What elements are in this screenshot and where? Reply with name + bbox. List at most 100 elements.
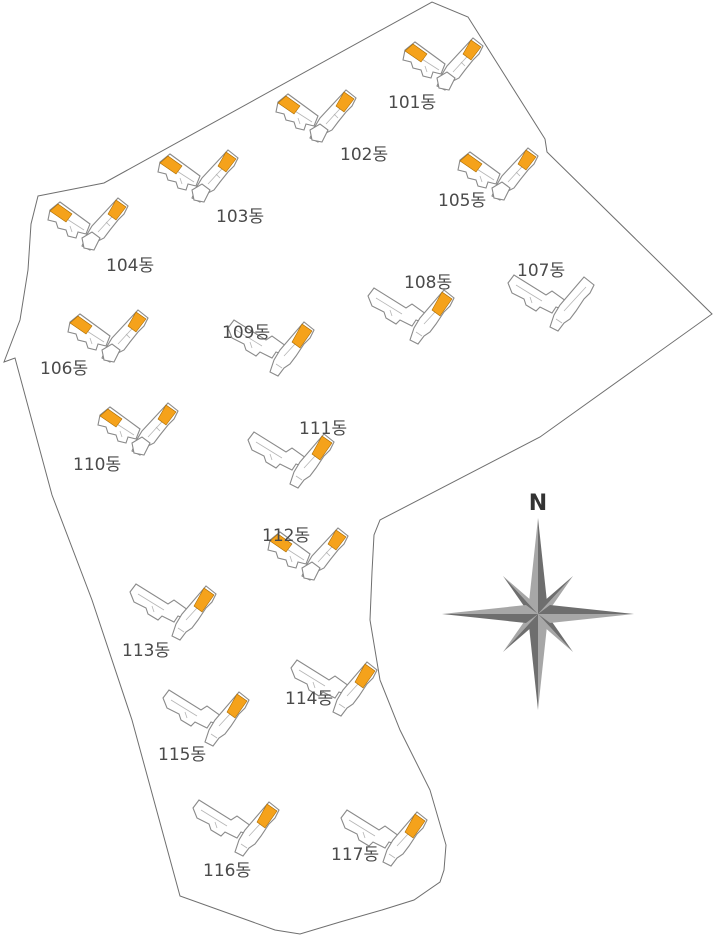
- highlight-unit: [127, 311, 147, 333]
- building-label-105: 105동: [438, 191, 486, 211]
- building-interior-lines: [165, 159, 231, 185]
- highlight-unit: [69, 315, 93, 335]
- building-wing-long: [340, 809, 400, 849]
- compass-point-east-shade: [538, 605, 634, 614]
- building-label-111: 111동: [299, 419, 347, 439]
- building-core: [309, 123, 329, 143]
- building-wing-long: [162, 689, 222, 729]
- building-interior-lines: [170, 699, 242, 739]
- building-label-113: 113동: [122, 641, 170, 661]
- building-wing-long: [367, 287, 427, 327]
- building-label-115: 115동: [158, 745, 206, 765]
- building-core: [131, 436, 151, 456]
- building-wing-long: [507, 274, 567, 314]
- compass-rose: N: [442, 491, 634, 710]
- building-111[interactable]: [247, 431, 335, 489]
- building-label-108: 108동: [404, 273, 452, 293]
- building-core: [301, 561, 321, 581]
- building-115[interactable]: [162, 689, 250, 747]
- highlight-unit: [517, 149, 537, 171]
- highlight-unit: [404, 813, 426, 839]
- highlight-unit: [49, 203, 73, 223]
- labels-layer: 101동 102동 103동 104동 105동 106동 107동 108동 109동 110동…: [40, 93, 565, 881]
- highlight-unit: [354, 663, 376, 689]
- compass-point-north: [529, 518, 538, 614]
- building-label-103: 103동: [216, 207, 264, 227]
- building-104[interactable]: [47, 197, 129, 251]
- highlight-unit: [327, 529, 347, 551]
- building-interior-lines: [375, 297, 447, 337]
- highlight-unit: [256, 803, 278, 829]
- building-interior-lines: [75, 319, 141, 345]
- building-103[interactable]: [157, 149, 239, 203]
- highlight-unit: [459, 153, 483, 173]
- compass-north-label: N: [529, 491, 547, 516]
- building-wing-long: [290, 659, 350, 699]
- building-116[interactable]: [192, 799, 280, 857]
- compass-ray-sw-shade: [503, 614, 538, 652]
- highlight-unit: [107, 199, 127, 221]
- building-108[interactable]: [367, 287, 455, 345]
- compass-point-north-shade: [538, 518, 547, 614]
- building-113[interactable]: [129, 583, 217, 641]
- building-label-106: 106동: [40, 359, 88, 379]
- building-core: [436, 71, 456, 91]
- building-core: [81, 231, 101, 251]
- building-109[interactable]: [227, 319, 315, 377]
- building-101[interactable]: [402, 37, 484, 91]
- building-label-109: 109동: [222, 323, 270, 343]
- building-interior-lines: [235, 329, 307, 369]
- building-label-107: 107동: [517, 261, 565, 281]
- compass-ray-se-shade: [538, 614, 573, 652]
- building-106[interactable]: [67, 309, 149, 363]
- buildings-layer: [47, 37, 595, 867]
- compass-point-west: [442, 605, 538, 614]
- building-114[interactable]: [290, 659, 378, 717]
- building-label-114: 114동: [285, 689, 333, 709]
- building-wing-long: [247, 431, 307, 471]
- building-label-112: 112동: [262, 526, 310, 546]
- building-105[interactable]: [457, 147, 539, 201]
- highlight-unit: [277, 95, 301, 115]
- building-117[interactable]: [340, 809, 428, 867]
- highlight-unit: [226, 693, 248, 719]
- highlight-unit: [159, 155, 183, 175]
- building-wing-long: [227, 319, 287, 359]
- highlight-unit: [99, 408, 123, 428]
- building-interior-lines: [55, 207, 121, 233]
- building-102[interactable]: [275, 89, 357, 143]
- compass-point-south-shade: [529, 614, 538, 710]
- building-112[interactable]: [267, 527, 349, 581]
- highlight-unit: [335, 91, 355, 113]
- compass-point-south: [538, 614, 547, 710]
- highlight-unit: [404, 43, 428, 63]
- building-110[interactable]: [97, 402, 179, 456]
- building-label-116: 116동: [203, 861, 251, 881]
- compass-ray-nw-shade: [503, 576, 538, 614]
- highlight-unit: [311, 435, 333, 461]
- building-label-101: 101동: [388, 93, 436, 113]
- building-107[interactable]: [507, 274, 595, 332]
- building-label-110: 110동: [73, 455, 121, 475]
- compass-ray-ne-shade: [538, 576, 573, 614]
- building-interior-lines: [283, 99, 349, 125]
- highlight-unit: [193, 587, 215, 613]
- building-core: [491, 181, 511, 201]
- highlight-unit: [157, 404, 177, 426]
- compass-point-east: [538, 614, 634, 623]
- building-interior-lines: [137, 593, 209, 633]
- building-interior-lines: [410, 47, 476, 73]
- compass-point-west-shade: [442, 614, 538, 623]
- building-wing-long: [192, 799, 252, 839]
- building-label-102: 102동: [340, 145, 388, 165]
- building-interior-lines: [255, 441, 327, 481]
- site-boundary: [3, 1, 713, 935]
- building-wing-long: [129, 583, 189, 623]
- building-interior-lines: [465, 157, 531, 183]
- building-core: [191, 183, 211, 203]
- building-label-117: 117동: [331, 845, 379, 865]
- building-interior-lines: [105, 412, 171, 438]
- building-interior-lines: [275, 537, 341, 563]
- building-label-104: 104동: [106, 256, 154, 276]
